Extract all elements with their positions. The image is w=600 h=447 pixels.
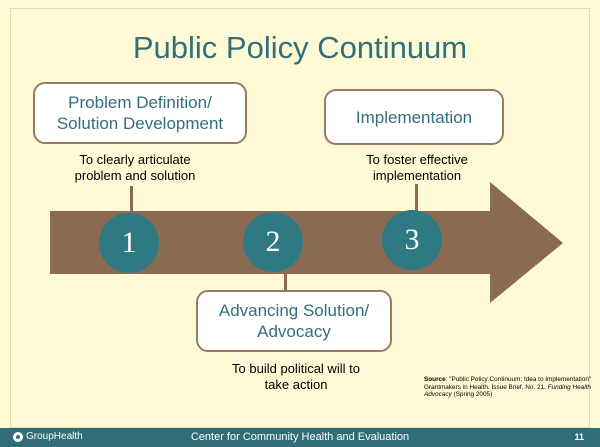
stage-1-box: Problem Definition/ Solution Development <box>33 82 247 144</box>
stage-3-number-circle: 3 <box>382 210 442 270</box>
connector-stage-3 <box>415 184 418 212</box>
stage-1-number-circle: 1 <box>99 213 159 273</box>
footer-brand-name: GroupHealth <box>26 431 83 442</box>
source-citation: Source: "Public Policy Continuum: Idea t… <box>424 376 592 399</box>
footer-bar: GroupHealth Center for Community Health … <box>0 428 600 447</box>
page-number: 11 <box>574 432 584 442</box>
stage-3-goal-line-2: implementation <box>372 168 462 183</box>
stage-1-goal-line-1: To clearly articulate <box>79 152 191 167</box>
footer-brand: GroupHealth <box>13 431 83 442</box>
stage-3-goal-line-1: To foster effective <box>366 152 468 167</box>
stage-2-goal-line-2: take action <box>264 377 328 392</box>
footer-organization: Center for Community Health and Evaluati… <box>190 431 410 443</box>
stage-1-goal-line-2: problem and solution <box>74 168 196 183</box>
slide-title: Public Policy Continuum <box>132 30 468 65</box>
stage-2-box: Advancing Solution/ Advocacy <box>196 290 392 352</box>
continuum-arrow-shape <box>50 182 563 303</box>
source-label: Source <box>424 376 446 383</box>
stage-3-goal: To foster effective implementation <box>342 152 492 184</box>
source-tail: (Spring 2005) <box>451 391 493 399</box>
stage-1-name-line-1: Problem Definition/ <box>68 93 212 112</box>
slide-frame <box>10 8 590 428</box>
stage-2-goal-line-1: To build political will to <box>232 361 360 376</box>
stage-3-name: Implementation <box>355 107 473 127</box>
stage-2-goal: To build political will to take action <box>216 361 376 393</box>
source-text: : "Public Policy Continuum: Idea to Impl… <box>424 376 592 391</box>
stage-1-goal: To clearly articulate problem and soluti… <box>60 152 210 184</box>
connector-stage-2 <box>284 262 287 292</box>
connector-stage-1 <box>130 186 133 226</box>
stage-1-name-line-2: Solution Development <box>56 114 224 133</box>
stage-2-number-circle: 2 <box>243 212 303 272</box>
stage-2-name-line-1: Advancing Solution/ <box>218 301 370 320</box>
source-italic-title: Funding Health Advocacy <box>424 383 591 399</box>
grouphealth-logo-icon <box>13 431 23 442</box>
stage-2-name-line-2: Advocacy <box>257 322 331 341</box>
stage-3-box: Implementation <box>324 89 504 145</box>
